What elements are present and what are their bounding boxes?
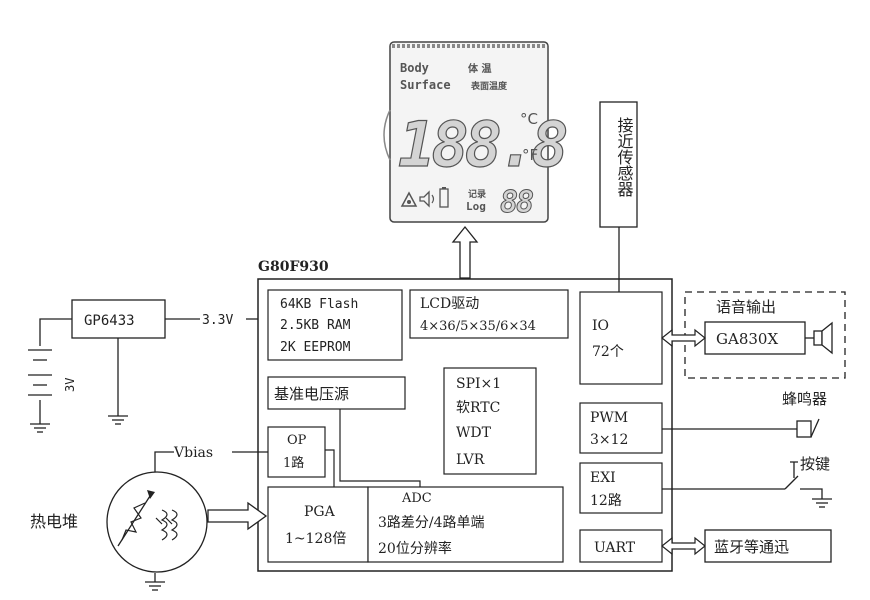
memory-ram: 2.5KB RAM xyxy=(280,318,351,333)
lcd-driver-title: LCD驱动 xyxy=(420,296,479,312)
lcd-driver-modes: 4×36/5×35/6×34 xyxy=(420,319,536,334)
adc-resolution: 20位分辨率 xyxy=(378,540,452,557)
pwm-channels: 3×12 xyxy=(590,432,628,448)
ldo-label: GP6433 xyxy=(84,313,135,329)
exi-count: 12路 xyxy=(590,493,622,509)
lcd-log-label: Log xyxy=(466,200,486,213)
loudspeaker-icon xyxy=(805,321,833,355)
op-block: OP 1路 xyxy=(267,426,326,478)
ground-symbol-battery xyxy=(30,423,50,433)
buzzer-label: 蜂鸣器 xyxy=(782,390,827,408)
vbias-wiring xyxy=(154,451,268,582)
op-count: 1路 xyxy=(283,455,304,471)
memory-flash: 64KB Flash xyxy=(280,297,358,312)
memory-block: 64KB Flash 2.5KB RAM 2K EEPROM xyxy=(267,289,403,361)
speaker-icon xyxy=(419,190,435,208)
uart-label: UART xyxy=(594,540,636,556)
lcd-surface-label: Surface xyxy=(400,78,451,92)
lcd-panel: Body 体 温 Surface 表面温度 188.8 °C °F 记录 Log… xyxy=(383,41,571,223)
lcd-unit-fahrenheit: °F xyxy=(522,146,538,164)
vref-label: 基准电压源 xyxy=(274,385,349,403)
vbias-label: Vbias xyxy=(173,445,213,461)
adc-block: ADC 3路差分/4路单端 20位分辨率 xyxy=(367,486,564,563)
lcd-log-cn-label: 记录 xyxy=(468,188,486,200)
proximity-sensor-label: 接近传感器 xyxy=(615,117,634,197)
memory-eeprom: 2K EEPROM xyxy=(280,340,351,355)
periph-wdt: WDT xyxy=(456,425,492,441)
pga-gain: 1~128倍 xyxy=(285,531,346,547)
lcd-main-digits: 188.8 xyxy=(398,108,566,181)
io-count: 72个 xyxy=(592,344,624,360)
lcd-small-digits: 88 xyxy=(500,185,533,220)
proximity-sensor-block: 接近传感器 xyxy=(599,101,638,228)
voice-chip-block: GA830X xyxy=(704,321,806,355)
io-voice-arrow xyxy=(661,328,706,348)
adc-channels: 3路差分/4路单端 xyxy=(378,515,485,531)
bluetooth-block: 蓝牙等通迅 xyxy=(704,529,832,563)
pwm-title: PWM xyxy=(590,410,628,426)
uart-bluetooth-arrow xyxy=(661,536,706,556)
pga-title: PGA xyxy=(304,504,336,520)
periph-spi: SPI×1 xyxy=(456,376,501,392)
mcu-box xyxy=(257,278,673,572)
power-wiring xyxy=(39,318,258,424)
periph-lvr: LVR xyxy=(456,452,485,468)
peripherals-block: SPI×1 软RTC WDT LVR xyxy=(443,367,537,475)
lcd-driver-block: LCD驱动 4×36/5×35/6×34 xyxy=(409,289,569,339)
key-switch xyxy=(662,461,832,508)
thermopile-label: 热电堆 xyxy=(30,512,78,531)
periph-rtc: 软RTC xyxy=(456,400,500,416)
uart-block: UART xyxy=(579,529,663,563)
lcd-body-label: Body xyxy=(400,61,429,75)
voice-output-title: 语音输出 xyxy=(716,298,776,316)
lcd-unit-celsius: °C xyxy=(520,110,538,128)
internal-wiring xyxy=(325,409,421,487)
pga-block: PGA 1~128倍 xyxy=(267,486,369,563)
voice-chip-label: GA830X xyxy=(716,330,778,348)
lcd-surface-cn-label: 表面温度 xyxy=(470,80,508,92)
op-title: OP xyxy=(287,433,307,448)
lcd-data-arrow xyxy=(451,225,479,279)
battery-icon xyxy=(439,187,449,208)
exi-title: EXI xyxy=(590,470,616,486)
pwm-block: PWM 3×12 xyxy=(579,402,663,454)
battery-symbol xyxy=(28,349,52,396)
bluetooth-label: 蓝牙等通迅 xyxy=(714,538,789,556)
warning-icon xyxy=(400,191,418,207)
adc-title: ADC xyxy=(401,491,432,506)
ldo-output-label: 3.3V xyxy=(202,313,233,328)
chip-label: G80F930 xyxy=(258,259,329,275)
vref-block: 基准电压源 xyxy=(267,376,406,410)
io-title: IO xyxy=(592,318,609,334)
key-label: 按键 xyxy=(800,455,830,473)
ground-symbol-thermopile xyxy=(145,581,165,591)
buzzer-icon xyxy=(796,418,820,438)
ldo-regulator: GP6433 xyxy=(71,299,166,339)
thermopile-to-pga-arrow xyxy=(207,501,268,531)
battery-voltage-label: 3V xyxy=(63,378,77,392)
io-block: IO 72个 xyxy=(579,291,663,385)
lcd-body-cn-label: 体 温 xyxy=(468,62,491,75)
exi-block: EXI 12路 xyxy=(579,462,663,514)
thermopile-sensor xyxy=(106,471,208,573)
ground-symbol-ldo xyxy=(108,415,128,425)
